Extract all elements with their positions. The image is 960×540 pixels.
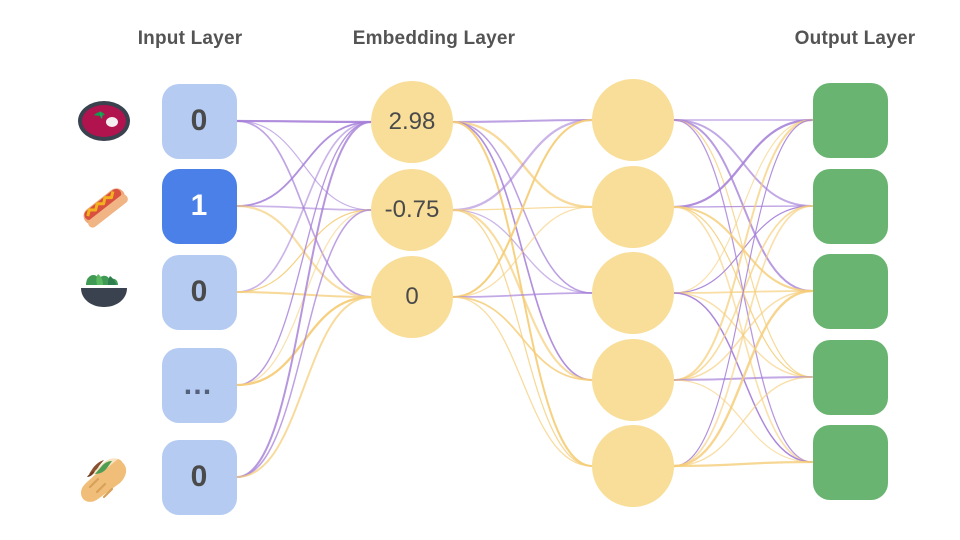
layer-title-1: Embedding Layer <box>352 28 516 49</box>
input-node-1[interactable]: 1 <box>161 168 237 244</box>
input-node-0[interactable]: 0 <box>161 83 237 159</box>
input-node-3[interactable]: … <box>161 347 237 423</box>
hidden-node-1[interactable] <box>592 166 674 248</box>
burrito-icon <box>75 448 133 506</box>
hidden-node-4[interactable] <box>592 425 674 507</box>
layer-title-2: Output Layer <box>794 28 916 49</box>
soup-bowl-icon <box>75 92 133 150</box>
hidden-node-2[interactable] <box>592 252 674 334</box>
hidden-node-3[interactable] <box>592 339 674 421</box>
input-node-4[interactable]: 0 <box>161 439 237 515</box>
output-node-3[interactable] <box>812 339 888 415</box>
output-node-2[interactable] <box>812 253 888 329</box>
hidden-node-0[interactable] <box>592 79 674 161</box>
embedding-node-1[interactable]: -0.75 <box>371 169 453 251</box>
layer-title-0: Input Layer <box>137 28 243 49</box>
embedding-node-0[interactable]: 2.98 <box>371 81 453 163</box>
output-node-1[interactable] <box>812 168 888 244</box>
hot-dog-icon <box>75 177 133 235</box>
input-node-2[interactable]: 0 <box>161 254 237 330</box>
green-salad-icon <box>75 263 133 321</box>
output-node-0[interactable] <box>812 82 888 158</box>
output-node-4[interactable] <box>812 424 888 500</box>
embedding-node-2[interactable]: 0 <box>371 256 453 338</box>
